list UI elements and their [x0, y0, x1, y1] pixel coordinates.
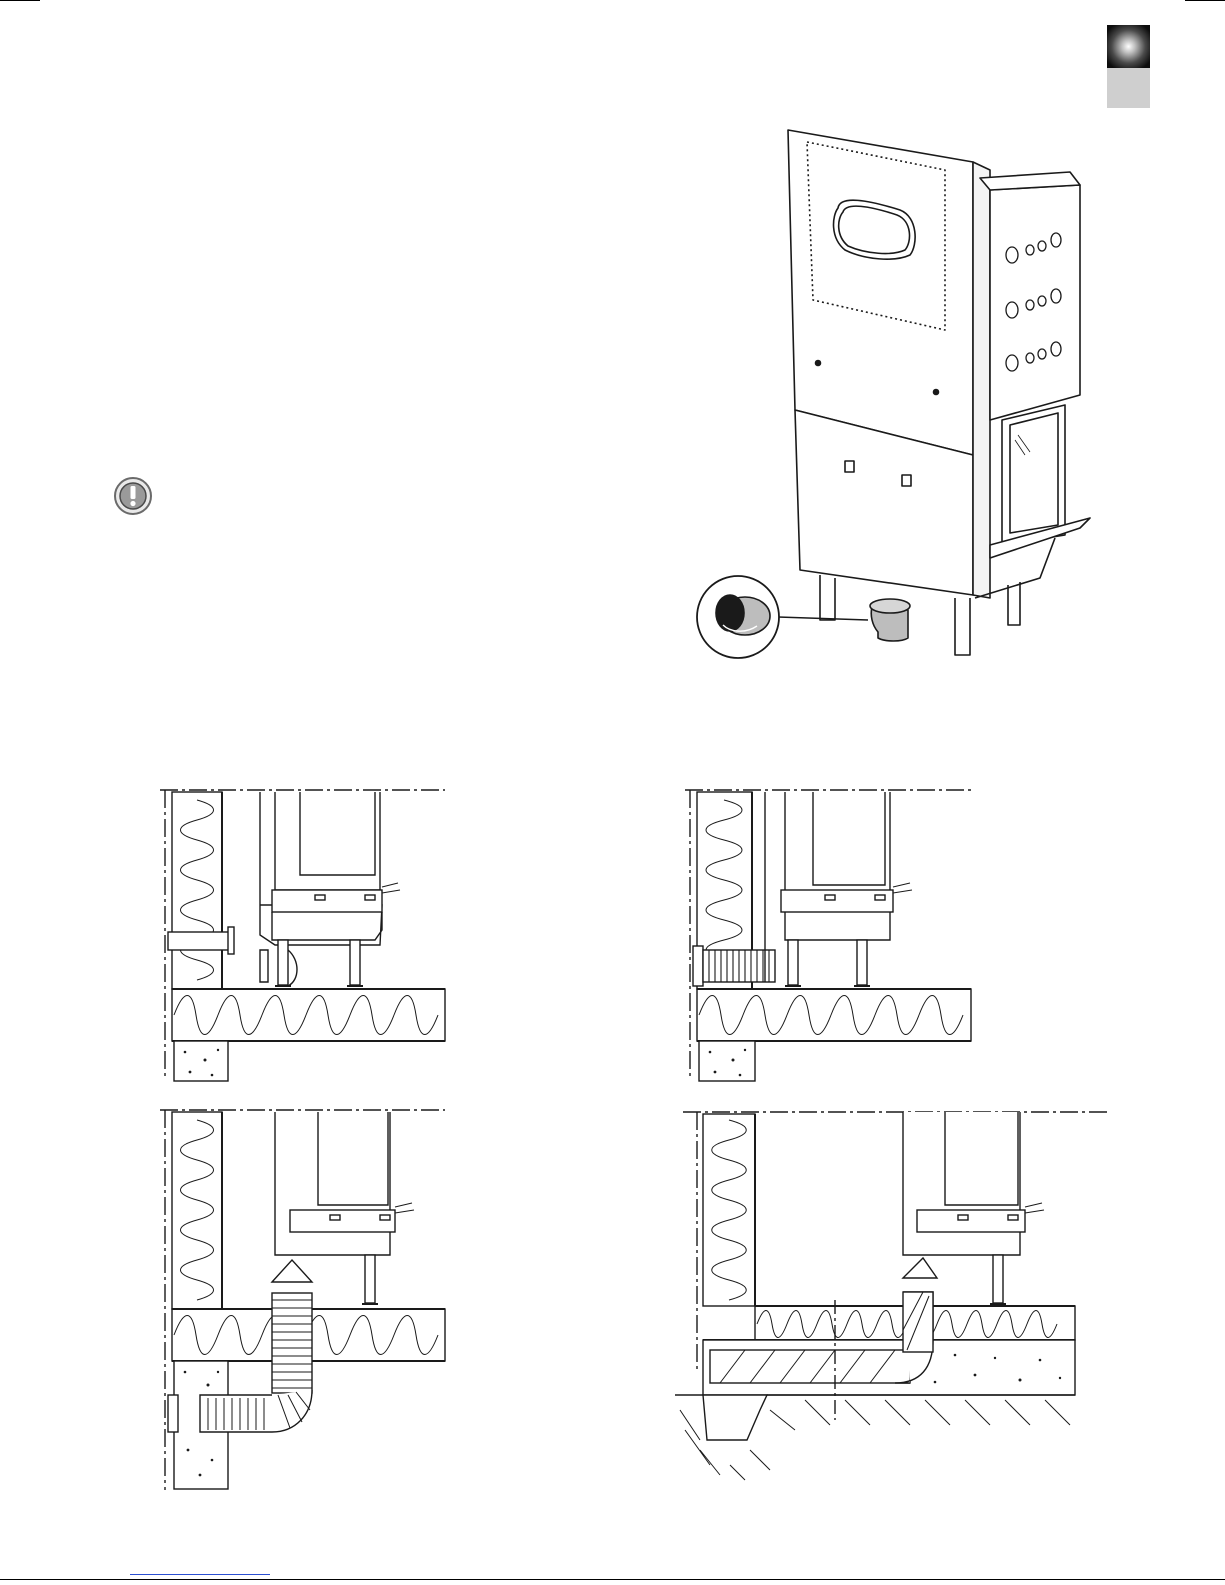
- section-wall-duct: [685, 790, 975, 1085]
- section-floor-duct-ground: [675, 1110, 1115, 1480]
- crop-mark-top-left: [0, 0, 40, 1]
- exclamation-circle-icon: [113, 476, 153, 516]
- footer-link-underline[interactable]: [130, 1574, 270, 1575]
- crop-mark-top-right: [1185, 0, 1225, 1]
- section-wall-inlet: [160, 790, 450, 1085]
- section-tab-active: [1107, 25, 1150, 68]
- footer-rule: [0, 1579, 1225, 1580]
- section-tab-inactive: [1107, 68, 1150, 108]
- section-floor-duct-wall: [160, 1110, 450, 1495]
- stove-perspective: [690, 120, 1100, 670]
